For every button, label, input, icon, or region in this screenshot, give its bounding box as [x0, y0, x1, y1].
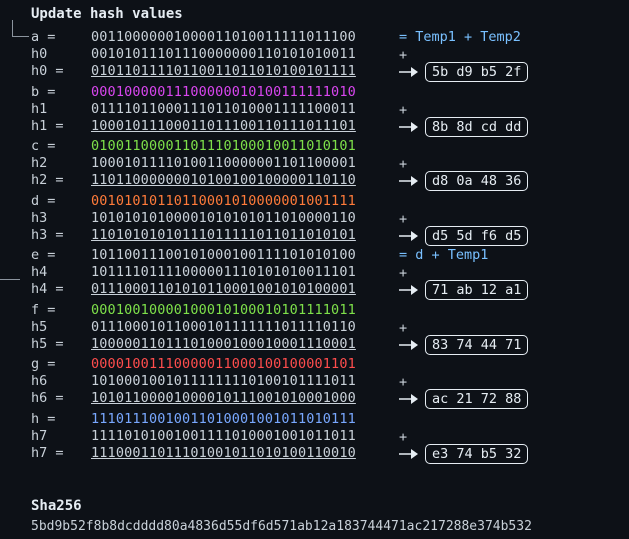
arrow-right-icon	[399, 285, 418, 295]
plus-sign: +	[399, 101, 408, 118]
plus-sign: +	[399, 156, 408, 172]
var-bits: 00010010000100010100010101111011	[91, 301, 356, 318]
var-label: a =	[31, 29, 56, 45]
sum-bits: 11100011011101001011010100110010	[91, 444, 356, 461]
h-bits: 01111011000111011010001111100011	[91, 100, 356, 117]
result-label: h7 =	[31, 444, 64, 461]
result-label: h4 =	[31, 281, 64, 297]
arrow-right-icon	[399, 448, 418, 459]
hex-result-box: 83 74 44 71	[425, 334, 529, 355]
plus-sign: +	[399, 374, 408, 390]
result-label: h1 =	[31, 117, 64, 134]
sum-bits: 10000011011101000100010001110001	[91, 335, 356, 352]
arrow-right-icon	[399, 394, 418, 404]
hex-result-box: d8 0a 48 36	[425, 171, 529, 191]
arrow-right-icon	[399, 176, 418, 186]
plus-sign: +	[399, 319, 408, 336]
var-label: c =	[31, 138, 56, 154]
plus-sign: +	[399, 210, 408, 227]
arrow-right-icon	[399, 121, 418, 132]
var-label: f =	[31, 301, 56, 318]
h-bits: 01110001011000101111111011110110	[91, 318, 356, 335]
h-bits: 10100010010111111110100101111011	[91, 373, 356, 389]
var-bits: 01001100001101110100010011010101	[91, 138, 356, 154]
hex-result-box: e3 74 b5 32	[425, 443, 529, 464]
h-bits: 10111101111000001110101010011101	[91, 264, 356, 280]
formula-note: = d + Temp1	[399, 247, 489, 263]
var-bits: 00001001110000011000100100001101	[91, 356, 356, 372]
hex-result-box: d5 5d f6 d5	[425, 225, 529, 246]
var-bits: 00010000011100000010100111111010	[91, 83, 356, 100]
sum-bits: 10101100001000010111001010001000	[91, 390, 356, 406]
plus-sign: +	[399, 47, 408, 63]
h-bits: 10101010100001010101011010000110	[91, 209, 356, 226]
hex-result-box: 5b d9 b5 2f	[425, 62, 529, 82]
result-label: h6 =	[31, 390, 64, 406]
var-bits: 00101010110110001010000001001111	[91, 192, 356, 209]
arrow-right-icon	[399, 339, 418, 350]
result-label: h5 =	[31, 335, 64, 352]
h-label: h4	[31, 264, 48, 280]
plus-sign: +	[399, 265, 408, 281]
sum-bits: 11010101010111011111011011010101	[91, 226, 356, 243]
sha256-heading: Sha256	[31, 498, 82, 514]
sum-bits: 11011000000010100100100000110110	[91, 172, 356, 188]
bracket-connector	[12, 20, 29, 37]
sum-bits: 10001011100011011100110111011101	[91, 117, 356, 134]
h-label: h2	[31, 155, 48, 171]
section-title: Update hash values	[31, 6, 183, 22]
h-bits: 11110101001001111010001001011011	[91, 427, 356, 444]
var-label: h =	[31, 410, 56, 427]
h-label: h3	[31, 209, 48, 226]
h-label: h0	[31, 46, 48, 62]
hex-result-box: 8b 8d cd dd	[425, 116, 529, 137]
var-bits: 00110000001000011010011111011100	[91, 29, 356, 45]
result-label: h0 =	[31, 63, 64, 79]
h-label: h7	[31, 427, 48, 444]
h-bits: 10001011110100110000001101100001	[91, 155, 356, 171]
var-label: g =	[31, 356, 56, 372]
plus-sign: +	[399, 428, 408, 445]
bracket-connector-e	[0, 279, 20, 280]
sum-bits: 01011011110110011011010100101111	[91, 63, 356, 79]
arrow-right-icon	[399, 230, 418, 241]
arrow-right-icon	[399, 67, 418, 77]
h-label: h5	[31, 318, 48, 335]
var-label: e =	[31, 247, 56, 263]
result-label: h3 =	[31, 226, 64, 243]
h-bits: 00101011101110000000110101010011	[91, 46, 356, 62]
h-label: h6	[31, 373, 48, 389]
var-label: b =	[31, 83, 56, 100]
var-bits: 10110011100101000100111101010100	[91, 247, 356, 263]
hex-result-box: ac 21 72 88	[425, 389, 529, 409]
formula-note: = Temp1 + Temp2	[399, 29, 521, 45]
hex-result-box: 71 ab 12 a1	[425, 280, 529, 300]
sum-bits: 01110001101010110001001010100001	[91, 281, 356, 297]
var-label: d =	[31, 192, 56, 209]
sha256-value: 5bd9b52f8b8dcdddd80a4836d55df6d571ab12a1…	[31, 519, 532, 534]
var-bits: 11101110010011010001001011010111	[91, 410, 356, 427]
h-label: h1	[31, 100, 48, 117]
result-label: h2 =	[31, 172, 64, 188]
